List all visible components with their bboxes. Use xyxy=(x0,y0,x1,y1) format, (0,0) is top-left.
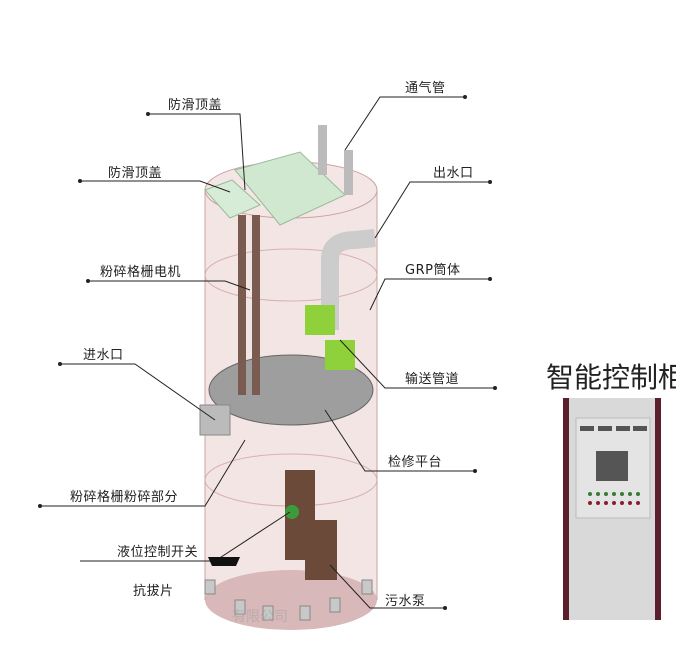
cabinet-screen xyxy=(596,451,628,481)
label-inlet: 进水口 xyxy=(83,348,124,363)
label-anti-float-plate: 抗拔片 xyxy=(133,584,174,599)
label-sewage-pump: 污水泵 xyxy=(385,594,426,609)
label-level-switch: 液位控制开关 xyxy=(117,545,199,560)
level-switch-cable xyxy=(208,557,240,566)
label-grinder-motor: 粉碎格栅电机 xyxy=(100,265,182,280)
leader-dots xyxy=(38,95,497,610)
leader-lines xyxy=(40,96,495,609)
label-service-platform: 检修平台 xyxy=(388,455,443,470)
outlet-pipe xyxy=(321,229,376,330)
label-delivery-pipe: 输送管道 xyxy=(405,372,460,387)
control-cabinet xyxy=(563,398,661,620)
level-switch-indicator xyxy=(285,505,299,519)
anti-float-plates xyxy=(204,579,373,621)
label-grp-shell: GRP筒体 xyxy=(405,263,461,278)
cabinet-buttons xyxy=(588,501,640,505)
cabinet-indicator-lights xyxy=(588,492,640,496)
label-vent-pipe: 通气管 xyxy=(405,81,446,96)
grinder-rod xyxy=(252,215,260,395)
label-anti-slip-cover-left: 防滑顶盖 xyxy=(108,166,163,181)
label-grinder-section: 粉碎格栅粉碎部分 xyxy=(70,490,179,505)
anti-slip-cover-small xyxy=(204,179,261,219)
service-platform xyxy=(208,354,374,426)
watermark: 有限公司 xyxy=(232,609,288,625)
pump-motor-green xyxy=(305,305,335,335)
label-anti-slip-cover-top: 防滑顶盖 xyxy=(168,98,223,113)
vent-pipe-secondary xyxy=(344,150,353,195)
label-outlet: 出水口 xyxy=(433,166,474,181)
sewage-pump xyxy=(305,520,337,580)
vent-pipe xyxy=(318,125,327,175)
pump-motor-green xyxy=(325,340,355,370)
grinder-rod xyxy=(238,215,246,395)
inlet-flange xyxy=(199,404,231,436)
cabinet-title: 智能控制柜 xyxy=(546,361,676,394)
